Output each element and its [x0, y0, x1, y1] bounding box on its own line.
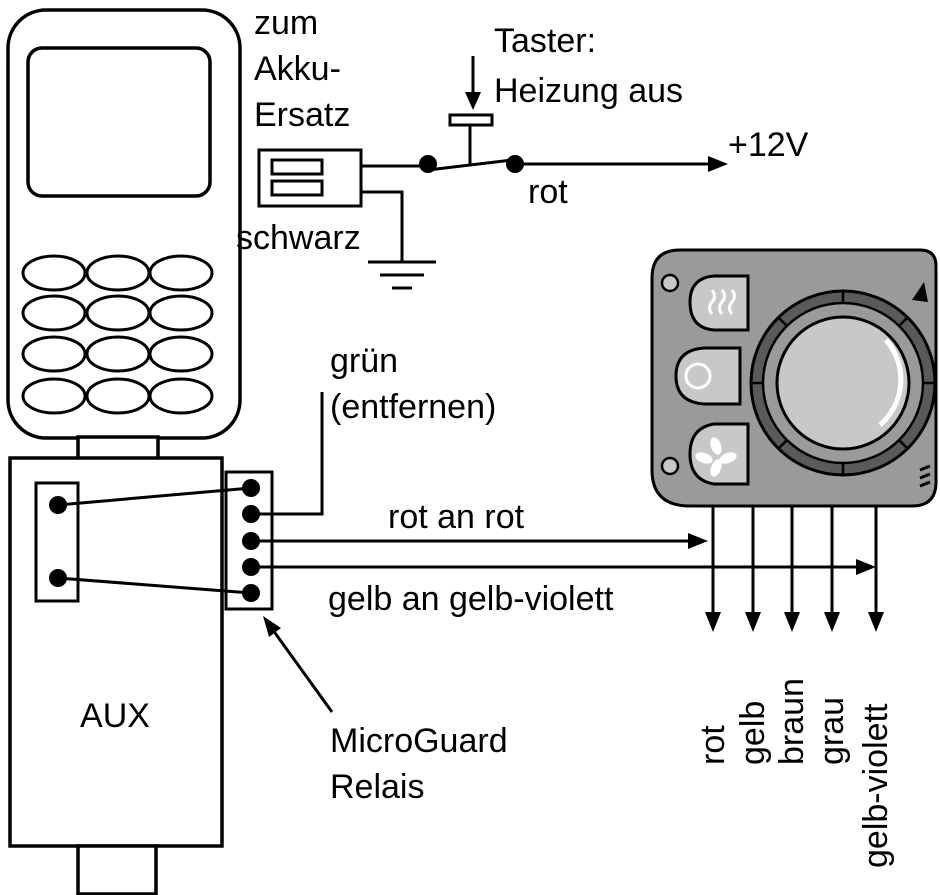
rot-label: rot — [528, 173, 568, 211]
arrowhead-icon — [856, 559, 876, 575]
heizung-aus-label: Heizung aus — [494, 72, 683, 110]
key-icon — [21, 377, 87, 415]
heat-button — [688, 274, 750, 332]
akku-circuit: zum Akku- Ersatz +12V rot Taster: Heizun… — [236, 4, 809, 290]
arrowhead-icon — [688, 533, 708, 549]
arrowhead-icon — [465, 92, 481, 110]
microguard-pointer — [268, 625, 334, 713]
akku-contact — [270, 179, 324, 197]
arrowhead-icon — [705, 612, 721, 632]
relais-label: Relais — [330, 768, 424, 806]
heat-icon — [708, 289, 736, 315]
phone — [6, 8, 242, 461]
schwarz-label: schwarz — [236, 219, 361, 257]
akku-label-line2: Akku- — [254, 50, 341, 88]
key-icon — [85, 335, 151, 373]
arrowhead-icon — [708, 156, 728, 172]
plus12v-label: +12V — [728, 126, 809, 164]
key-icon — [85, 294, 151, 332]
akku-contact — [270, 158, 324, 176]
rotary-knob — [749, 289, 937, 477]
key-icon — [21, 294, 87, 332]
gruen-label: grün — [330, 342, 398, 380]
aux-plug — [76, 844, 158, 895]
output-label-gelb: gelb — [734, 701, 772, 765]
aux-relay-wire — [57, 486, 252, 507]
output-wires — [705, 506, 884, 632]
rot-an-rot-label: rot an rot — [388, 498, 525, 536]
arrowhead-icon — [745, 612, 761, 632]
aux-label: AUX — [80, 697, 150, 735]
phone-connector — [76, 435, 160, 461]
output-label-gelb-violett: gelb-violett — [857, 703, 895, 868]
akku-label-line3: Ersatz — [254, 96, 350, 134]
phone-keypad — [21, 254, 214, 415]
key-icon — [148, 294, 214, 332]
output-label-grau: grau — [813, 697, 851, 765]
arrow-indicator-icon — [912, 282, 928, 302]
taster-button — [448, 113, 494, 127]
gruen-wire — [251, 392, 324, 516]
key-icon — [148, 377, 214, 415]
key-icon — [21, 335, 87, 373]
entfernen-label: (entfernen) — [330, 388, 496, 426]
key-icon — [21, 254, 87, 292]
brand-icon — [919, 464, 931, 488]
circle-icon — [684, 362, 712, 390]
aux-box: AUX — [8, 456, 224, 895]
output-label-braun: braun — [773, 678, 811, 765]
akku-connector — [257, 148, 363, 208]
key-icon — [85, 377, 151, 415]
gelb-an-gelb-violett-label: gelb an gelb-violett — [328, 580, 614, 618]
aux-relay-wire — [57, 576, 252, 595]
key-icon — [85, 254, 151, 292]
mode-button — [674, 346, 742, 406]
arrowhead-icon — [784, 612, 800, 632]
output-label-rot: rot — [694, 725, 732, 765]
screw-icon — [660, 273, 680, 293]
heater-control-panel — [650, 248, 938, 508]
fan-icon — [695, 437, 737, 477]
taster-label: Taster: — [494, 22, 596, 60]
arrowhead-icon — [824, 612, 840, 632]
screw-icon — [660, 456, 680, 476]
fan-button — [688, 422, 750, 486]
knob-highlight — [878, 338, 904, 427]
key-icon — [148, 254, 214, 292]
akku-label-line1: zum — [254, 4, 318, 42]
arrowhead-icon — [868, 612, 884, 632]
key-icon — [148, 335, 214, 373]
ground-wire — [361, 190, 404, 262]
phone-screen — [26, 46, 212, 198]
arrowhead-icon — [263, 616, 281, 637]
microguard-label: MicroGuard — [330, 722, 508, 760]
